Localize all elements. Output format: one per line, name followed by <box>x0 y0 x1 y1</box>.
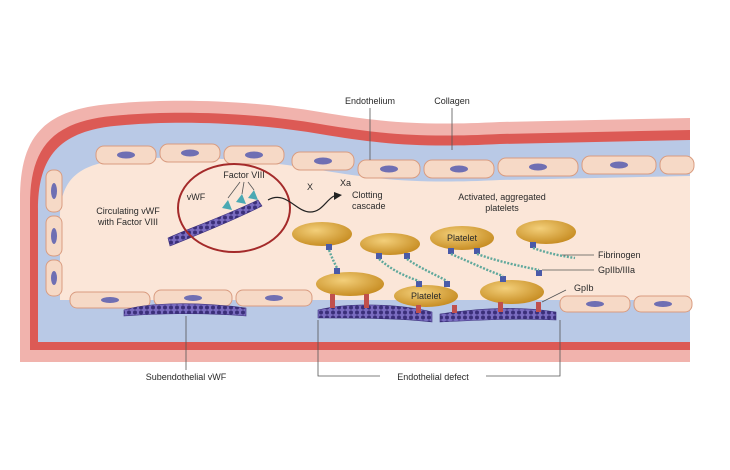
endothelial-cell <box>659 155 695 175</box>
collagen-label: Collagen <box>434 96 470 106</box>
platelet <box>480 280 544 304</box>
gpiibiiia-receptor <box>404 253 410 259</box>
platelet <box>360 233 420 255</box>
gpib-receptor <box>536 302 541 312</box>
vwf-chain <box>167 199 263 247</box>
fibrinogen-strand <box>406 258 448 283</box>
nucleus <box>529 163 547 171</box>
platelet <box>316 272 384 296</box>
gpiibiiia-receptor <box>326 244 332 250</box>
vwf-chain <box>317 304 433 323</box>
gpiibiiia-receptor <box>536 270 542 276</box>
leader-lines <box>185 108 594 377</box>
lumen <box>60 157 690 300</box>
factor-viii-leader <box>227 181 241 199</box>
endothelial-defect-bracket <box>486 320 561 377</box>
vwf-chain <box>123 303 247 317</box>
nucleus <box>101 297 119 303</box>
factor-viii-molecules <box>222 190 258 210</box>
nucleus <box>654 301 672 307</box>
gpiibiiia-label: GpIIb/IIIa <box>598 265 635 275</box>
gpiibiiia-receptor <box>416 281 422 287</box>
fibrinogen-label: Fibrinogen <box>598 250 641 260</box>
nucleus <box>245 151 263 159</box>
gpiibiiia-receptor <box>444 281 450 287</box>
clotting-label-line2: cascade <box>352 201 386 211</box>
x-label: X <box>307 182 313 192</box>
nucleus <box>51 183 57 199</box>
endothelium-label: Endothelium <box>345 96 395 106</box>
circulating-vwf-label-line1: Circulating vWF <box>96 206 160 216</box>
labels: Endothelium Collagen Factor VIII vWF Cir… <box>96 96 640 382</box>
nucleus <box>265 295 283 301</box>
gpib-leader <box>541 289 567 303</box>
platelet <box>292 222 352 246</box>
clotting-arrow <box>267 192 342 213</box>
factor-viii-molecule <box>222 200 232 210</box>
receptors <box>326 242 542 313</box>
endothelial-defect-bracket <box>317 320 380 377</box>
vessel-wall <box>20 100 690 362</box>
platelets <box>292 220 576 307</box>
bottom-endothelium <box>69 289 693 313</box>
nucleus <box>51 228 57 244</box>
nucleus <box>450 165 468 173</box>
platelet <box>516 220 576 244</box>
nucleus <box>380 165 398 173</box>
gpib-receptor <box>498 302 503 312</box>
nucleus <box>586 301 604 307</box>
nucleus <box>610 161 628 169</box>
gpib-receptor <box>364 294 369 308</box>
gpiibiiia-receptor <box>376 253 382 259</box>
platelet <box>430 226 494 250</box>
factor-viii-molecule <box>236 194 246 204</box>
nucleus <box>117 151 135 159</box>
gpiibiiia-receptor <box>530 242 536 248</box>
platelet-label-top: Platelet <box>447 233 478 243</box>
fibrinogen-strand <box>450 252 504 278</box>
highlight-circle <box>177 163 291 253</box>
gpib-receptor <box>416 305 421 313</box>
fibrinogen-strand <box>327 249 339 269</box>
factor-viii-molecule <box>248 190 258 200</box>
platelet-label-bottom: Platelet <box>411 291 442 301</box>
fibrinogen-strand <box>378 258 420 283</box>
fibrinogen-links <box>327 246 576 283</box>
circulating-vwf-label-line2: with Factor VIII <box>97 217 158 227</box>
activated-platelets-label-line2: platelets <box>485 203 519 213</box>
fibrinogen-strand <box>532 246 576 260</box>
clotting-label-line1: Clotting <box>352 190 383 200</box>
top-endothelium <box>45 143 695 297</box>
vwf-label: vWF <box>187 192 206 202</box>
nucleus <box>184 295 202 301</box>
platelet <box>394 285 458 307</box>
gpib-label: GpIb <box>574 283 594 293</box>
gpiibiiia-receptor <box>334 268 340 274</box>
nucleus <box>314 157 332 165</box>
factor-viii-label: Factor VIII <box>223 170 265 180</box>
endothelial-defect-label: Endothelial defect <box>397 372 469 382</box>
xa-label: Xa <box>340 178 351 188</box>
gpiibiiia-receptor <box>474 248 480 254</box>
factor-viii-leader <box>241 181 245 195</box>
factor-viii-leader <box>247 181 255 191</box>
vwf-chain <box>439 308 557 323</box>
nucleus <box>181 149 199 157</box>
gpiibiiia-receptor <box>500 276 506 282</box>
gpib-receptor <box>452 305 457 313</box>
activated-platelets-label-line1: Activated, aggregated <box>458 192 546 202</box>
gpiibiiia-receptor <box>448 248 454 254</box>
subendothelial-vwf-chains <box>123 303 557 323</box>
subendothelial-vwf-label: Subendothelial vWF <box>146 372 227 382</box>
nucleus <box>51 271 57 285</box>
gpib-receptor <box>330 294 335 308</box>
circulating-vwf <box>167 163 291 253</box>
